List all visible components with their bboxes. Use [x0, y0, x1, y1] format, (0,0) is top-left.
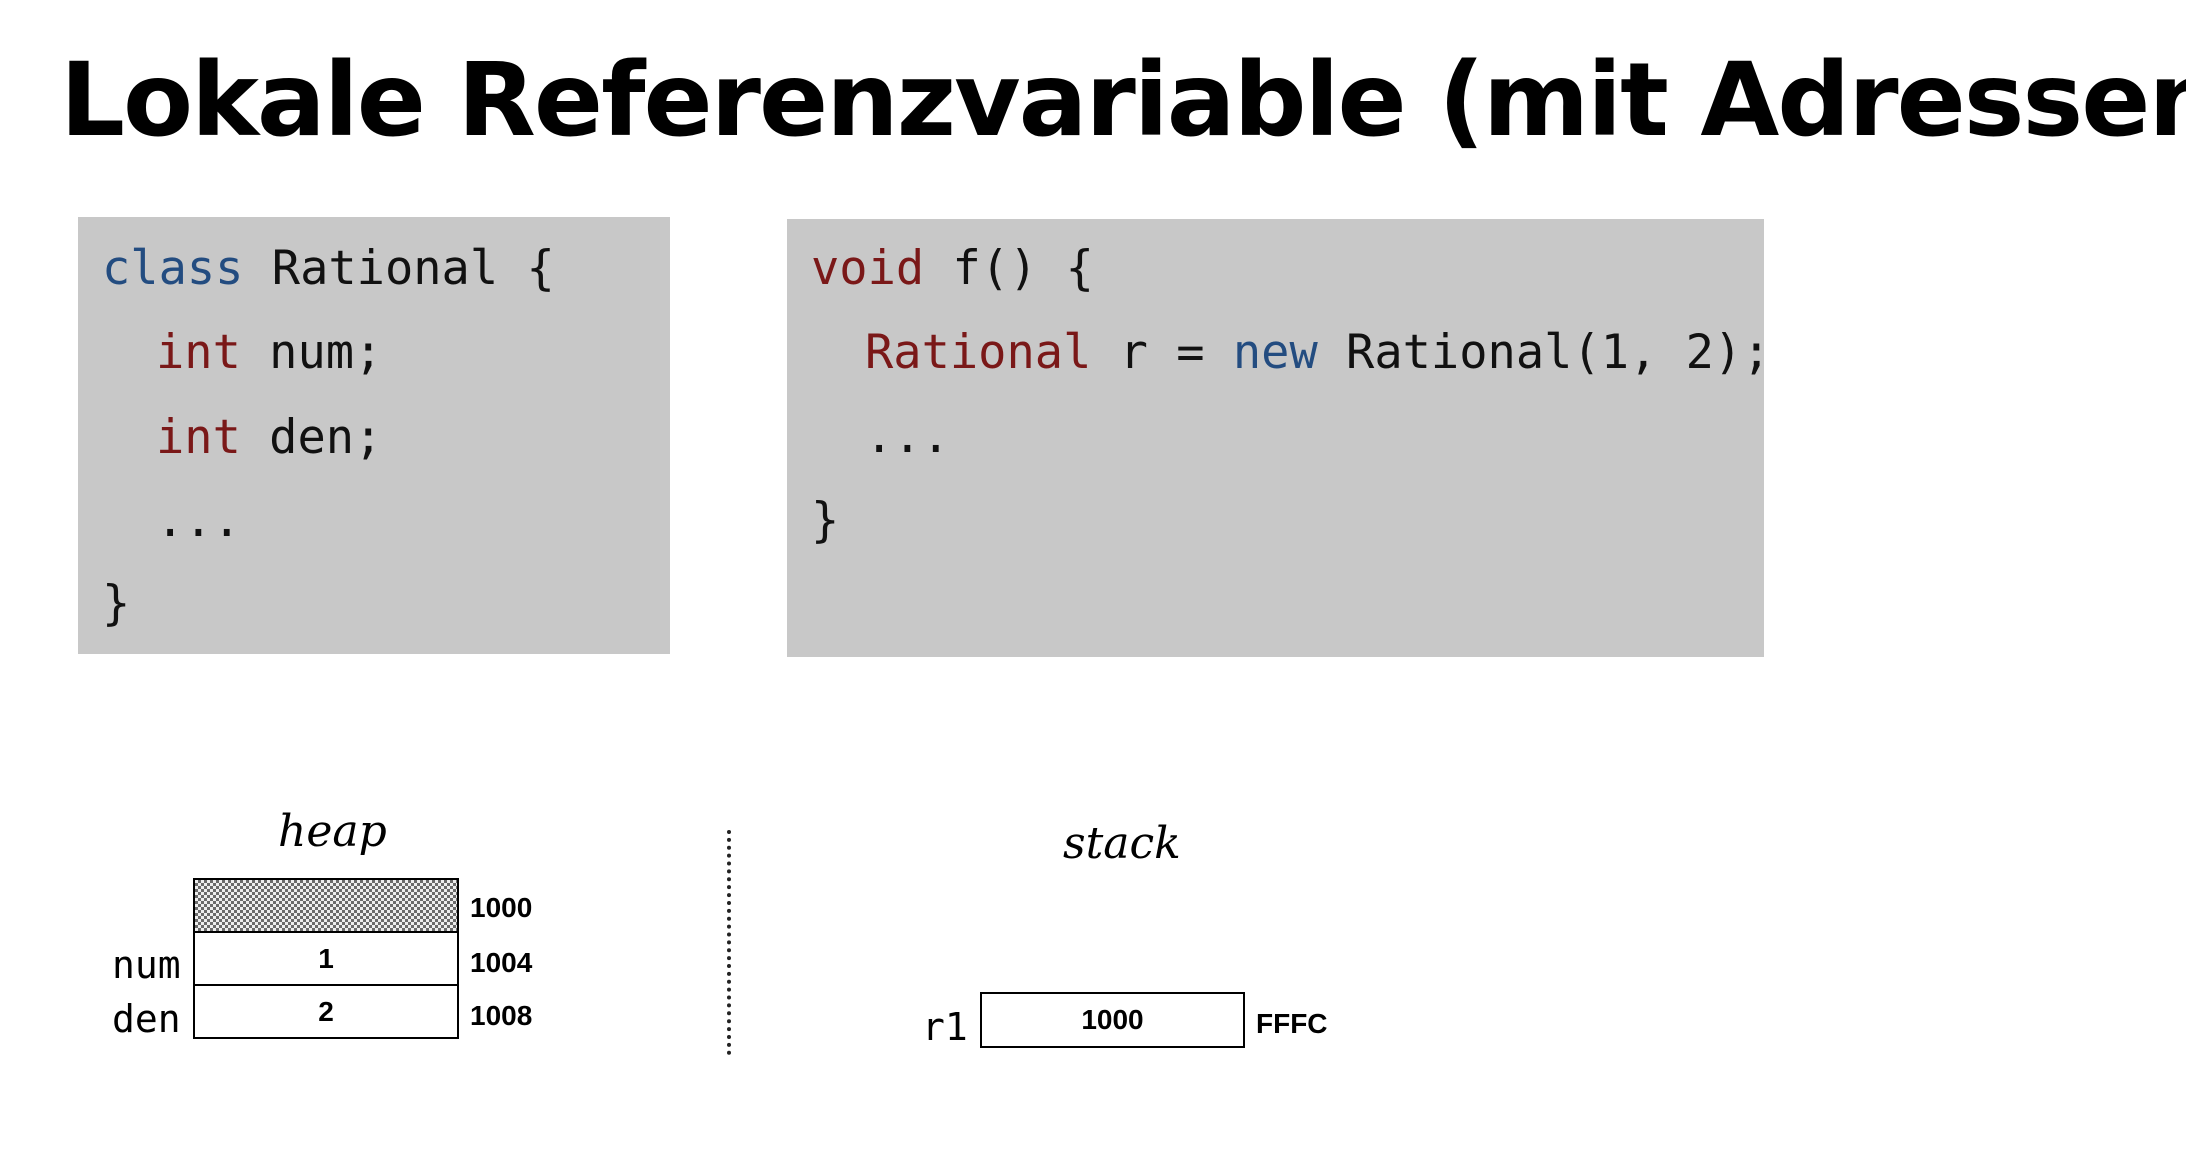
heap-address: 1004 — [470, 947, 533, 978]
code-text: } — [102, 576, 131, 631]
stack-label: stack — [1063, 818, 1181, 869]
code-line: Rational r = new Rational(1, 2); — [865, 329, 1771, 376]
code-type: Rational — [865, 325, 1092, 380]
heap-field-name: num — [112, 943, 181, 987]
heap-cell-value: 2 — [318, 995, 334, 1027]
code-line: int den; — [156, 414, 382, 461]
code-text: ... — [865, 409, 950, 464]
code-line: ... — [865, 413, 950, 460]
heap-object-header-cell — [193, 878, 459, 933]
code-text: Rational(1, 2); — [1317, 325, 1771, 380]
stack-cell-value: 1000 — [1081, 1004, 1144, 1035]
code-keyword: class — [102, 241, 244, 296]
code-keyword: int — [156, 325, 241, 380]
code-line: class Rational { — [102, 245, 555, 292]
code-text: f() { — [924, 241, 1094, 296]
heap-address: 1008 — [470, 1000, 533, 1031]
code-text: ... — [156, 493, 241, 548]
slide-title: Lokale Referenzvariable (mit Adressen) — [60, 41, 2186, 160]
code-line: } — [102, 580, 130, 627]
heap-field-name: den — [112, 997, 181, 1041]
code-keyword: int — [156, 410, 241, 465]
method-code-block: void f() { Rational r = new Rational(1, … — [787, 219, 1771, 657]
code-line: } — [811, 497, 839, 544]
stack-address: FFFC — [1256, 1008, 1328, 1039]
stack-cell-r1: 1000 — [980, 992, 1245, 1048]
code-keyword: void — [811, 241, 925, 296]
stack-variable-name: r1 — [922, 1005, 968, 1049]
code-line: void f() { — [811, 245, 1094, 292]
code-text: r = — [1091, 325, 1233, 380]
code-keyword: new — [1232, 325, 1318, 380]
heap-cell-den: 2 — [193, 984, 459, 1039]
heap-cell-value: 1 — [318, 942, 334, 974]
code-text: Rational { — [243, 241, 555, 296]
heap-cell-num: 1 — [193, 931, 459, 986]
code-text: num; — [240, 325, 383, 380]
class-code-block: class Rational { int num; int den; ... } — [78, 217, 670, 654]
heap-label: heap — [278, 806, 387, 857]
code-line: int num; — [156, 329, 382, 376]
code-line: ... — [156, 497, 241, 544]
heap-address: 1000 — [470, 892, 533, 923]
code-text: } — [811, 493, 840, 548]
code-text: den; — [240, 410, 383, 465]
heap-stack-divider — [727, 830, 731, 1055]
